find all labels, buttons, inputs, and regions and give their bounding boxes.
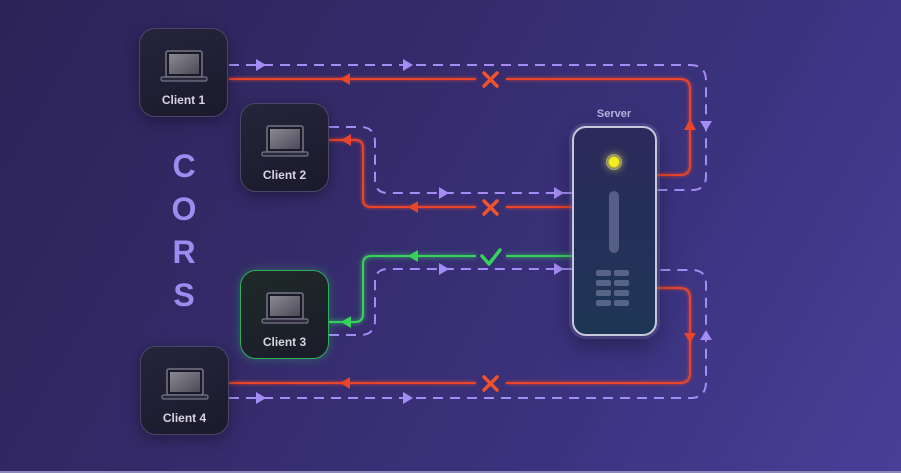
arrow-right-icon (439, 263, 449, 275)
arrow-down-icon (684, 333, 696, 343)
vent-icon (614, 290, 629, 296)
title-letter-s: S (173, 277, 195, 313)
arrow-up-icon (684, 119, 696, 130)
arrow-right-icon (403, 59, 413, 71)
arrow-right-icon (256, 392, 266, 404)
vent-icon (596, 300, 611, 306)
arrow-left-icon (340, 73, 350, 85)
arrow-left-icon (408, 201, 418, 213)
client3-request-line (329, 268, 573, 336)
status-led-icon (606, 154, 622, 170)
check-mark-icon (480, 248, 502, 266)
laptop-icon (161, 368, 209, 400)
title-letter-c: C (172, 148, 196, 184)
vent-icon (614, 270, 629, 276)
arrow-up-icon (700, 330, 712, 340)
client-2-card: Client 2 (240, 103, 329, 192)
arrow-right-icon (554, 187, 564, 199)
client-label: Client 1 (161, 93, 206, 107)
x-mark-icon (482, 375, 499, 392)
vent-icon (614, 300, 629, 306)
vent-icon (596, 270, 611, 276)
client2-response-line (329, 139, 573, 208)
client3-response-line (329, 255, 573, 323)
vent-icon (596, 290, 611, 296)
client2-request-line (329, 126, 573, 194)
drive-slot (609, 191, 619, 253)
arrow-right-icon (554, 263, 564, 275)
title-letter-o: O (171, 191, 197, 227)
arrow-left-icon (341, 316, 351, 328)
x-mark-icon (482, 199, 499, 216)
arrow-right-icon (256, 59, 266, 71)
arrow-right-icon (403, 392, 413, 404)
client-label: Client 3 (262, 335, 307, 349)
x-mark-icon (482, 71, 499, 88)
arrow-left-icon (408, 250, 418, 262)
vent-icon (614, 280, 629, 286)
arrow-left-icon (341, 134, 351, 146)
client-label: Client 4 (162, 411, 207, 425)
laptop-icon (261, 292, 309, 324)
laptop-icon (261, 125, 309, 157)
server-icon (572, 126, 657, 336)
client-3-card: Client 3 (240, 270, 329, 359)
server-label: Server (596, 108, 632, 120)
client-1-card: Client 1 (139, 28, 228, 117)
laptop-icon (160, 50, 208, 82)
arrow-left-icon (340, 377, 350, 389)
arrow-down-icon (700, 121, 712, 131)
arrow-right-icon (439, 187, 449, 199)
client-label: Client 2 (262, 168, 307, 182)
vent-icon (596, 280, 611, 286)
client-4-card: Client 4 (140, 346, 229, 435)
title-letter-r: R (172, 234, 196, 270)
bottom-border (0, 471, 901, 473)
